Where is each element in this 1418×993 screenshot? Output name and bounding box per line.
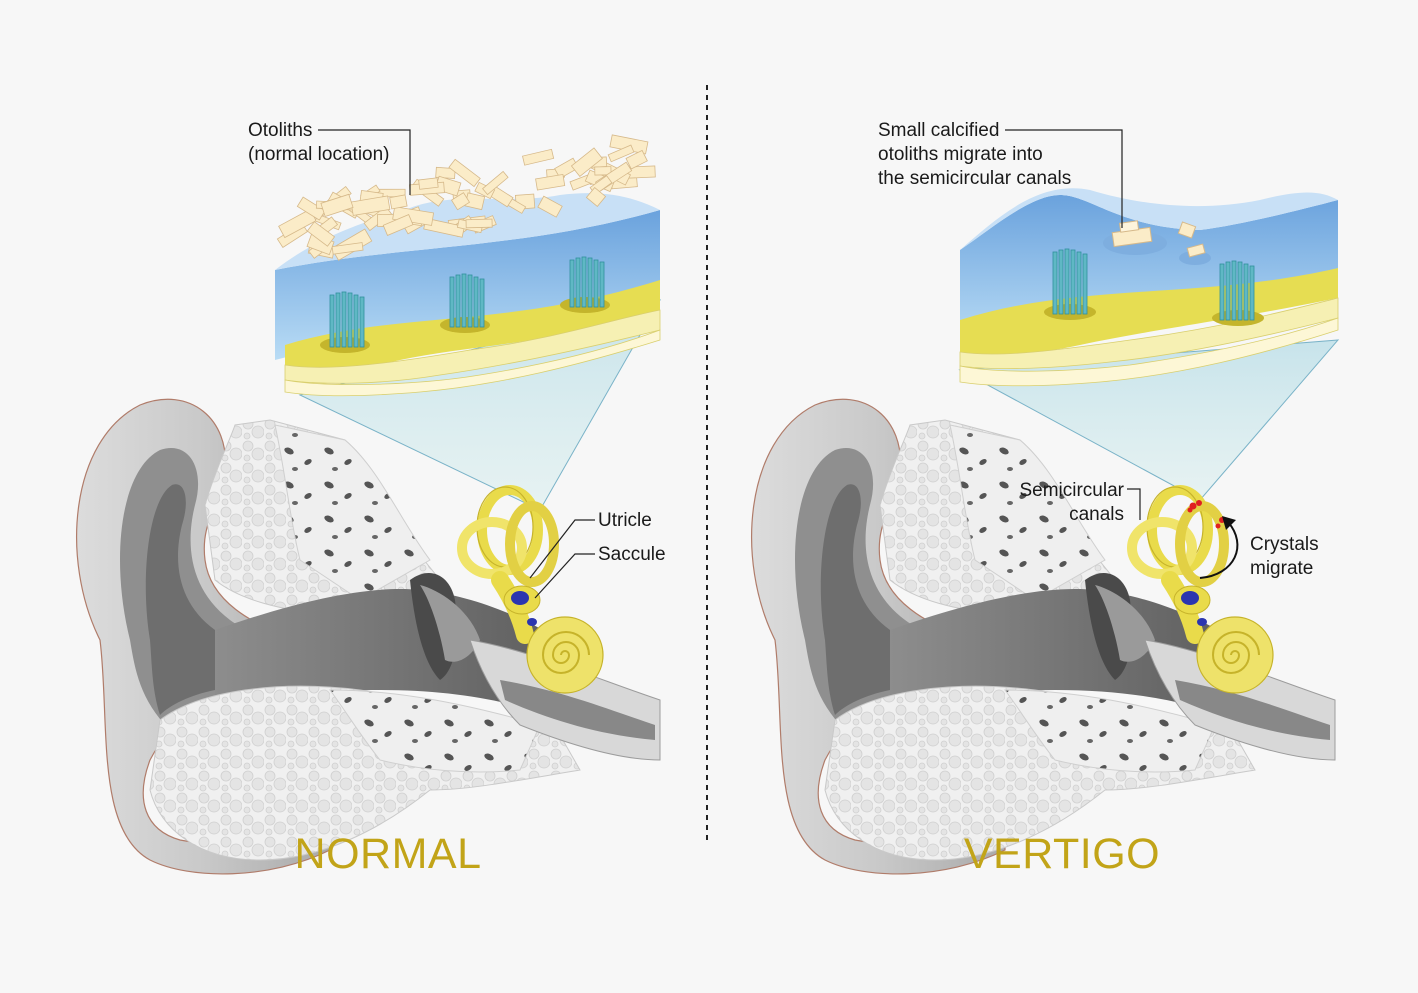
otolith-crystal xyxy=(450,192,471,211)
calcified-label-line3: the semicircular canals xyxy=(878,168,1071,189)
zoom-cone xyxy=(298,299,662,511)
calcified-otoliths-label: Small calcified otoliths migrate into th… xyxy=(878,120,1123,228)
migration-arrowhead xyxy=(1222,516,1236,530)
macula-cross-section xyxy=(275,134,661,397)
migrated-crystals xyxy=(1187,500,1225,529)
crystals-label-line1: Crystals xyxy=(1250,534,1319,555)
otolith-crystal xyxy=(607,144,635,163)
normal-panel: Otoliths (normal location) Utricle Saccu… xyxy=(76,120,666,878)
canals-label-line1: Semicircular xyxy=(1019,480,1124,501)
otolith-crystal xyxy=(570,147,603,177)
otolith-crystal xyxy=(594,166,612,176)
macula-cross-section xyxy=(959,188,1339,387)
hair-cell-bundle xyxy=(1044,248,1096,320)
normal-title: NORMAL xyxy=(295,830,482,878)
otoliths-label-line1: Otoliths xyxy=(248,120,312,141)
saccule-leader-line xyxy=(534,553,595,599)
otolith-crystal xyxy=(465,218,493,229)
otolith-crystal xyxy=(296,196,326,221)
hair-cell-bundle xyxy=(1212,260,1264,326)
otolith-crystal xyxy=(522,148,555,166)
semicircular-canals-label: Semicircular canals xyxy=(1019,480,1141,525)
otoliths-leader-line xyxy=(318,129,411,195)
migration-arrow xyxy=(1199,521,1239,579)
otolith-crystal xyxy=(382,214,414,236)
calcified-leader-line xyxy=(1005,129,1123,228)
crystals-migrate-label: Crystals migrate xyxy=(1199,516,1319,579)
hair-cell-bundle xyxy=(560,256,610,313)
hair-cell-bundle xyxy=(440,273,490,333)
utricle-label-text: Utricle xyxy=(598,510,652,531)
vertigo-title: VERTIGO xyxy=(964,830,1160,878)
otolith-crystal xyxy=(625,149,648,170)
canals-label-line2: canals xyxy=(1069,504,1124,525)
otoliths-label: Otoliths (normal location) xyxy=(248,120,411,195)
otolith-crystals xyxy=(276,134,656,261)
otolith-crystal xyxy=(448,158,481,188)
otolith-crystal xyxy=(537,195,563,218)
utricle-label: Utricle Saccule xyxy=(529,510,666,599)
otolith-crystal xyxy=(320,193,354,217)
saccule-label-text: Saccule xyxy=(598,544,666,565)
utricle-leader-line xyxy=(529,519,595,579)
few-otoliths xyxy=(1103,220,1211,265)
canals-leader-line xyxy=(1127,488,1141,520)
otolith-crystal xyxy=(350,195,391,216)
calcified-label-line1: Small calcified xyxy=(878,120,999,141)
otolith-crystal xyxy=(585,186,607,207)
otolith-crystal xyxy=(418,177,439,190)
otoliths-label-line2: (normal location) xyxy=(248,144,390,165)
crystals-label-line2: migrate xyxy=(1250,558,1313,579)
vertigo-panel: Small calcified otoliths migrate into th… xyxy=(751,120,1340,878)
otolith-crystal xyxy=(389,194,408,210)
otolith-crystal xyxy=(482,170,509,196)
otolith-crystal xyxy=(331,242,364,255)
calcified-label-line2: otoliths migrate into xyxy=(878,144,1043,165)
hair-cell-bundle xyxy=(320,291,370,353)
otolith-crystal xyxy=(535,173,566,191)
otolith-crystal xyxy=(306,221,336,247)
